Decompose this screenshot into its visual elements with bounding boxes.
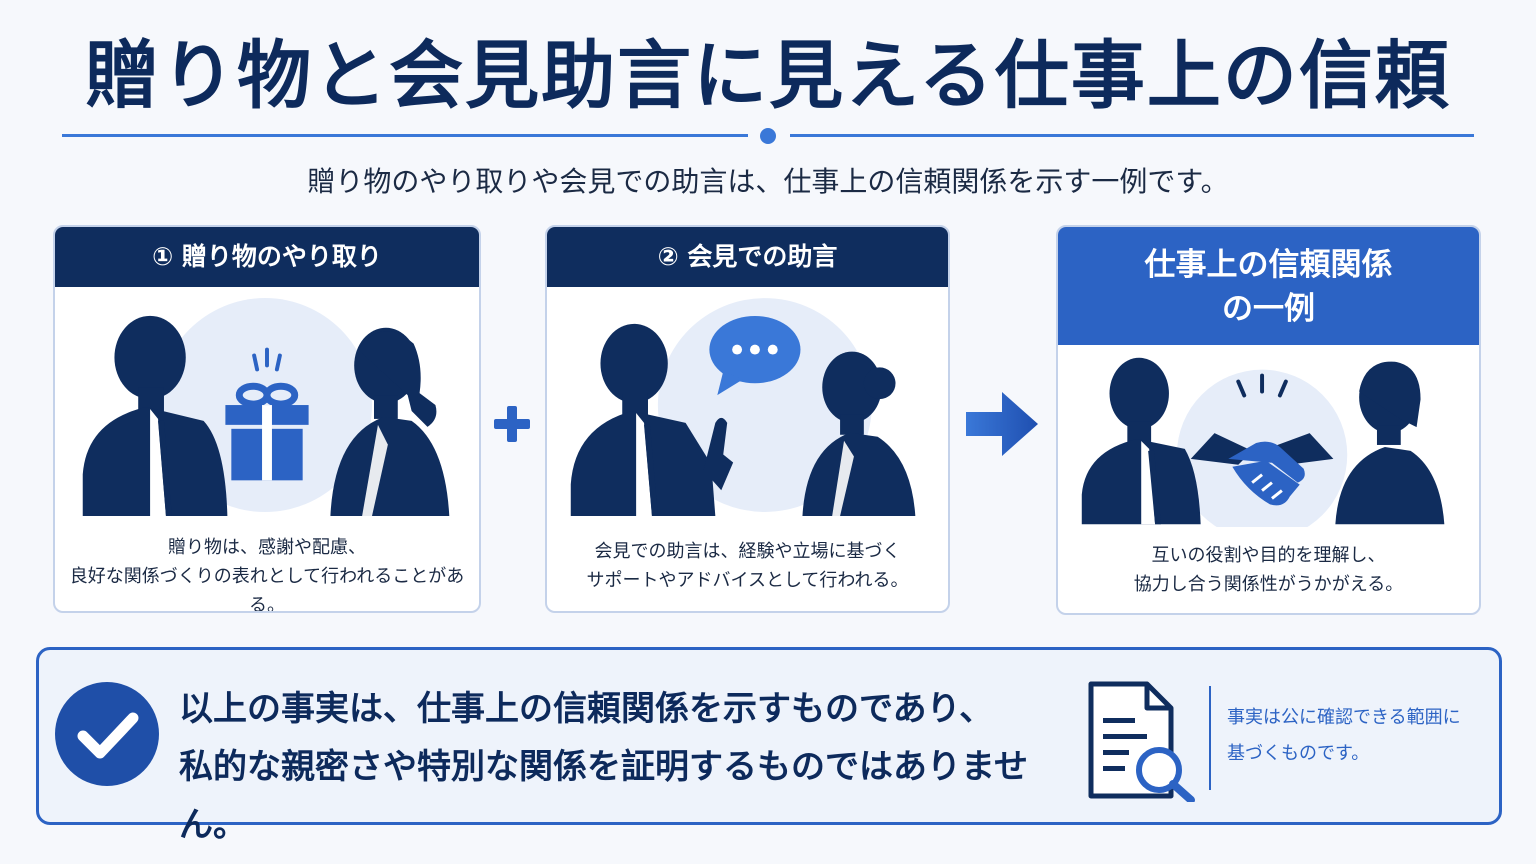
card-trust-heading: 仕事上の信頼関係 の一例: [1058, 227, 1479, 345]
card-advice-text: 会見での助言は、経験や立場に基づく サポートやアドバイスとして行われる。: [547, 537, 948, 595]
document-search-icon: [1088, 681, 1195, 802]
arrow-right-icon: [966, 392, 1038, 456]
subtitle: 贈り物のやり取りや会見での助言は、仕事上の信頼関係を示す一例です。: [307, 165, 1229, 198]
card-advice-heading: ② 会見での助言: [547, 227, 948, 287]
card-gift-text: 贈り物は、感謝や配慮、 良好な関係づくりの表れとして行われることがある。: [55, 533, 479, 613]
check-icon: [55, 682, 159, 786]
conclusion-note-line: 基づくものです。: [1227, 743, 1370, 764]
card-trust-text-line: 互いの役割や目的を理解し、: [1151, 545, 1386, 566]
speech-bubble-icon: [709, 315, 801, 396]
card-trust-heading-line: 仕事上の信頼関係: [1144, 247, 1393, 283]
conclusion-note-line: 事実は公に確認できる範囲に: [1227, 707, 1461, 728]
note-divider: [1209, 686, 1211, 790]
trust-illustration: [1081, 357, 1445, 527]
gift-icon: [225, 347, 309, 481]
title-divider-dot: [760, 128, 776, 144]
card-gift-text-line: 良好な関係づくりの表れとして行われることがある。: [69, 566, 465, 613]
plus-icon: [494, 406, 530, 442]
card-trust-text: 互いの役割や目的を理解し、 協力し合う関係性がうかがえる。: [1058, 541, 1479, 599]
press-advice-illustration: [570, 298, 916, 516]
conclusion-line: 以上の事実は、仕事上の信頼関係を示すものであり、: [179, 689, 994, 729]
card-trust-heading-line: の一例: [1222, 291, 1315, 327]
conclusion-note: 事実は公に確認できる範囲に 基づくものです。: [1227, 700, 1497, 772]
title-divider-right: [790, 134, 1474, 137]
card-trust-example: 仕事上の信頼関係 の一例 互いの役割や目的を理解し、 協力し合う関係性がうかがえ: [1056, 225, 1481, 615]
card-press-advice: ② 会見での助言 会見での助言は、経験や立場に基づく サポートやアドバイスとして…: [545, 225, 950, 613]
title-divider-left: [62, 134, 748, 137]
conclusion-box: 以上の事実は、仕事上の信頼関係を示すものであり、 私的な親密さや特別な関係を証明…: [36, 647, 1502, 845]
conclusion-line: 私的な親密さや特別な関係を証明するものではありません。: [179, 747, 1028, 845]
card-advice-text-line: サポートやアドバイスとして行われる。: [586, 570, 909, 591]
card-gift-heading: ① 贈り物のやり取り: [55, 227, 479, 287]
card-gift-exchange: ① 贈り物のやり取り 贈り物は、感謝や配慮、 良好な関係づくりの表れとして行われ…: [53, 225, 481, 613]
page-title: 贈り物と会見助言に見える仕事上の信頼: [85, 33, 1451, 119]
card-advice-text-line: 会見での助言は、経験や立場に基づく: [594, 541, 901, 562]
card-trust-text-line: 協力し合う関係性がうかがえる。: [1133, 574, 1404, 595]
conclusion-text: 以上の事実は、仕事上の信頼関係を示すものであり、 私的な親密さや特別な関係を証明…: [179, 680, 1079, 854]
gift-exchange-illustration: [82, 298, 450, 516]
handshake-icon: [1190, 373, 1334, 506]
card-gift-text-line: 贈り物は、感謝や配慮、: [168, 537, 366, 558]
